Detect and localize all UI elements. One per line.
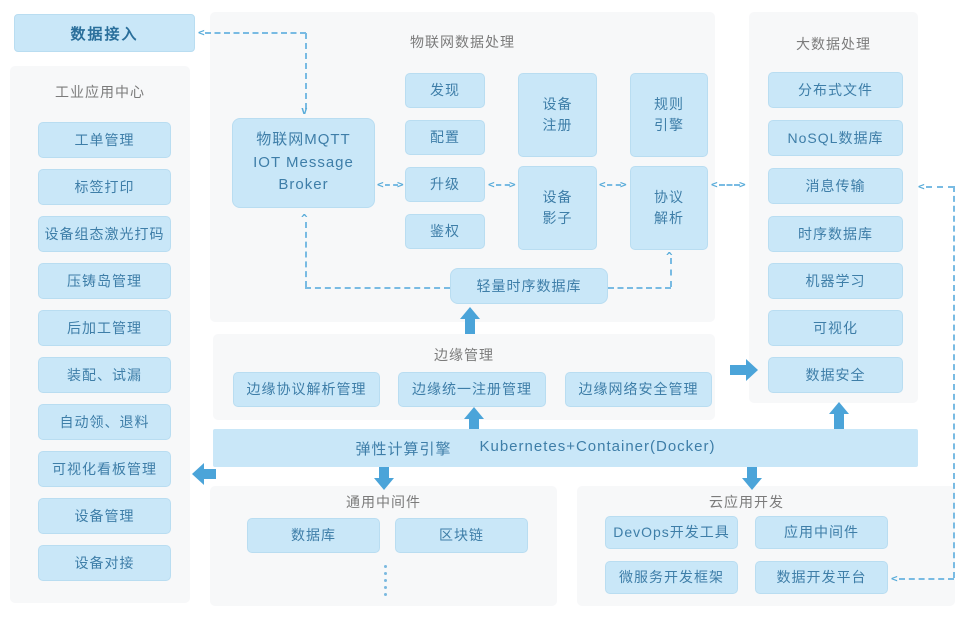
node-timeseries-db: 时序数据库 (768, 216, 903, 252)
dashed-line (719, 184, 740, 186)
node-edge-register-mgmt: 边缘统一注册管理 (398, 372, 546, 407)
dashed-arrowhead-left-icon: < (918, 180, 925, 193)
data-access-node: 数据接入 (14, 14, 195, 52)
node-assembly-leak-test: 装配、试漏 (38, 357, 171, 393)
node-post-processing: 后加工管理 (38, 310, 171, 346)
dashed-arrowhead-right-icon: > (397, 178, 404, 191)
node-upgrade: 升级 (405, 167, 485, 202)
node-device-connect: 设备对接 (38, 545, 171, 581)
dashed-arrowhead-left-icon: < (711, 178, 718, 191)
arrow-left-icon (192, 463, 204, 485)
dashed-arrowhead-up-icon: ^ (666, 250, 673, 263)
node-nosql-db: NoSQL数据库 (768, 120, 903, 156)
dashed-arrowhead-up-icon: ^ (301, 212, 308, 225)
node-work-order: 工单管理 (38, 122, 171, 158)
dashed-line (607, 184, 621, 186)
arrow-tail (379, 467, 389, 478)
compute-engine-bar: 弹性计算引擎 Kubernetes+Container(Docker) (213, 429, 918, 467)
arrow-down-icon (742, 478, 762, 490)
node-rule-engine: 规则 引擎 (630, 73, 708, 157)
node-protocol-parse: 协议 解析 (630, 166, 708, 250)
dashed-line (385, 184, 398, 186)
dashed-line (926, 186, 954, 188)
dashed-arrowhead-left-icon: < (377, 178, 384, 191)
node-die-cast-island: 压铸岛管理 (38, 263, 171, 299)
arrow-tail (204, 469, 216, 479)
node-visualization: 可视化 (768, 310, 903, 346)
dashed-arrowhead-right-icon: > (620, 178, 627, 191)
arrow-tail (469, 419, 479, 429)
dashed-line (953, 186, 955, 578)
arrow-up-icon (460, 307, 480, 319)
dashed-arrowhead-left-icon: < (599, 178, 606, 191)
arrow-down-icon (374, 478, 394, 490)
node-distributed-file: 分布式文件 (768, 72, 903, 108)
dashed-arrowhead-right-icon: > (509, 178, 516, 191)
dashed-line (305, 33, 307, 109)
middleware-title: 通用中间件 (346, 494, 421, 510)
dashed-line (608, 287, 671, 289)
dashed-arrowhead-left-icon: < (891, 572, 898, 585)
dashed-line (899, 578, 954, 580)
bigdata-title: 大数据处理 (796, 36, 871, 52)
compute-engine-subtitle: Kubernetes+Container(Docker) (479, 437, 716, 455)
arrow-up-icon (464, 407, 484, 419)
node-devops-tools: DevOps开发工具 (605, 516, 738, 549)
arrow-tail (730, 365, 747, 375)
arrow-right-icon (746, 359, 758, 381)
arrow-tail (465, 319, 475, 334)
dashed-line (305, 287, 450, 289)
node-data-security: 数据安全 (768, 357, 903, 393)
node-device-mgmt: 设备管理 (38, 498, 171, 534)
node-data-dev-platform: 数据开发平台 (755, 561, 888, 594)
node-blockchain: 区块链 (395, 518, 528, 553)
node-edge-protocol-mgmt: 边缘协议解析管理 (233, 372, 380, 407)
industrial-app-center-title: 工业应用中心 (55, 84, 145, 100)
node-machine-learning: 机器学习 (768, 263, 903, 299)
node-configure: 配置 (405, 120, 485, 155)
node-discover: 发现 (405, 73, 485, 108)
iot-processing-title: 物联网数据处理 (410, 34, 515, 50)
compute-engine-title: 弹性计算引擎 (355, 440, 452, 458)
node-device-registry: 设备 注册 (518, 73, 597, 157)
edge-management-title: 边缘管理 (434, 347, 494, 363)
dashed-arrowhead-left-icon: < (488, 178, 495, 191)
dashed-arrowhead-down-icon: v (301, 104, 308, 117)
dashed-arrowhead-left-icon: < (198, 26, 205, 39)
arrow-up-icon (829, 402, 849, 414)
cloudapp-title: 云应用开发 (709, 494, 784, 510)
arrow-tail (747, 467, 757, 478)
node-auth: 鉴权 (405, 214, 485, 249)
dashed-line (205, 32, 306, 34)
node-label-print: 标签打印 (38, 169, 171, 205)
node-auto-material: 自动领、退料 (38, 404, 171, 440)
node-database: 数据库 (247, 518, 380, 553)
node-mqtt-broker: 物联网MQTT IOT Message Broker (232, 118, 375, 208)
node-dashboard-mgmt: 可视化看板管理 (38, 451, 171, 487)
dashed-line (670, 258, 672, 287)
node-laser-marking: 设备组态激光打码 (38, 216, 171, 252)
node-edge-network-security: 边缘网络安全管理 (565, 372, 712, 407)
node-device-shadow: 设备 影子 (518, 166, 597, 250)
node-app-middleware: 应用中间件 (755, 516, 888, 549)
dashed-line (496, 184, 510, 186)
node-light-tsdb: 轻量时序数据库 (450, 268, 608, 304)
arrow-tail (834, 414, 844, 429)
dashed-line (305, 222, 307, 287)
vertical-ellipsis-icon (384, 565, 387, 596)
dashed-arrowhead-right-icon: > (739, 178, 746, 191)
node-message-transfer: 消息传输 (768, 168, 903, 204)
node-microservice-framework: 微服务开发框架 (605, 561, 738, 594)
